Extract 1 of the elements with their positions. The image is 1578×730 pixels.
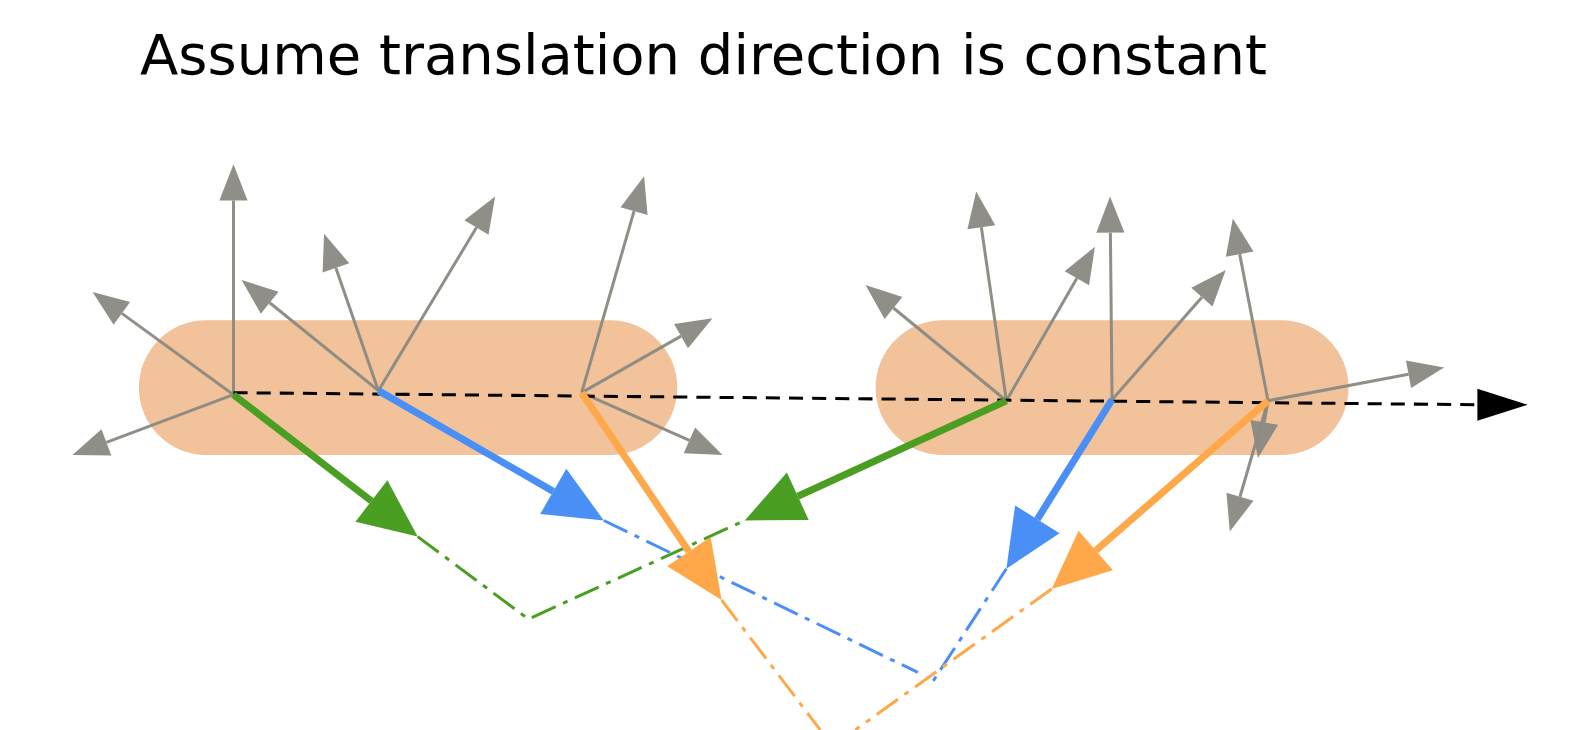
title: Assume translation direction is constant [140, 22, 1268, 87]
